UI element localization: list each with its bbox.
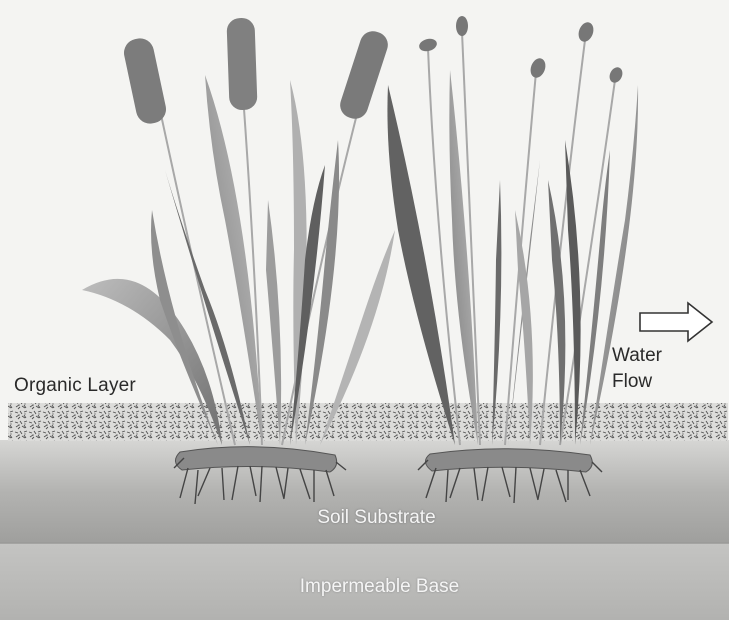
organic-layer-label: Organic Layer xyxy=(14,375,136,397)
seed-head xyxy=(528,56,548,80)
impermeable-base-label: Impermeable Base xyxy=(0,576,729,598)
seed-head xyxy=(418,37,438,53)
water-flow-label-line2: Flow xyxy=(612,369,662,395)
seed-head xyxy=(456,16,468,36)
seed-head xyxy=(576,20,596,44)
organic-layer-band xyxy=(8,403,728,441)
water-flow-label: Water Flow xyxy=(612,343,662,395)
water-flow-label-line1: Water xyxy=(612,343,662,369)
soil-substrate-label: Soil Substrate xyxy=(0,507,729,529)
cattail-head xyxy=(121,36,168,126)
cattail-head xyxy=(337,28,391,122)
cattail-head xyxy=(226,18,257,111)
right-outline-arrow-icon xyxy=(640,303,712,341)
seed-head xyxy=(607,65,625,85)
